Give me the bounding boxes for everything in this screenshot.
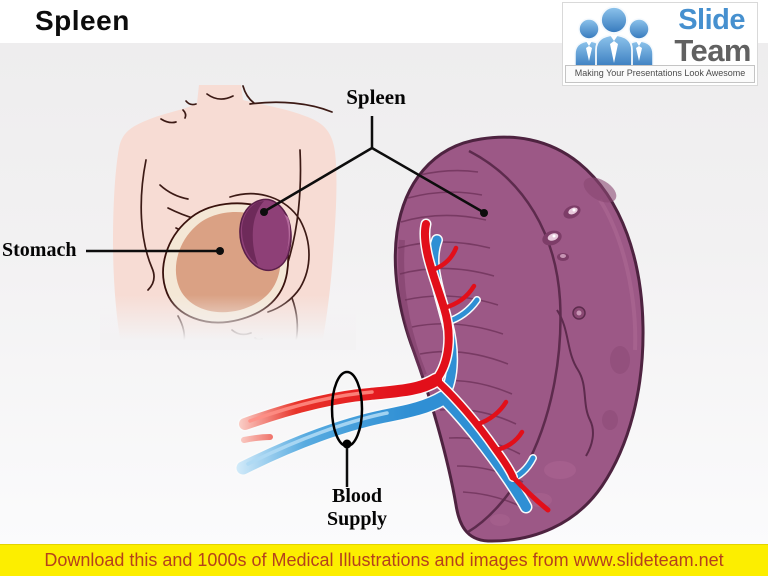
torso-illustration	[100, 85, 356, 350]
torso-fade	[100, 295, 356, 350]
spleen-label: Spleen	[346, 85, 406, 109]
spleen-pointer-dot-torso	[260, 208, 268, 216]
blood-supply-label-line2: Supply	[326, 508, 388, 530]
spleen-pointer-line	[264, 116, 484, 214]
spleen-inner-edge	[467, 149, 562, 534]
slideteam-people-icon	[574, 6, 654, 69]
spleen-ridge-line	[556, 309, 594, 457]
blood-supply-marker	[330, 370, 364, 487]
logo-tagline: Making Your Presentations Look Awesome	[565, 65, 755, 83]
spleen-surface-spots	[490, 177, 630, 526]
slideteam-logo[interactable]: Slide Team Making Your Presentations Loo…	[562, 2, 758, 86]
page-title: Spleen	[35, 5, 130, 36]
download-banner-text: Download this and 1000s of Medical Illus…	[44, 550, 724, 570]
spleen-pointer-dot-organ	[480, 209, 488, 217]
small-spleen-shape	[239, 198, 292, 272]
logo-slide-text: Slide	[678, 4, 745, 36]
download-banner-link[interactable]: Download this and 1000s of Medical Illus…	[0, 544, 768, 576]
blood-supply-label-line1: Blood	[331, 485, 383, 507]
artery-vessels	[237, 218, 551, 513]
stomach-pointer-dot	[216, 247, 224, 255]
stomach-label: Stomach	[2, 239, 77, 261]
blood-supply-label: Blood Supply	[312, 485, 402, 531]
logo-team-text: Team	[674, 33, 751, 68]
